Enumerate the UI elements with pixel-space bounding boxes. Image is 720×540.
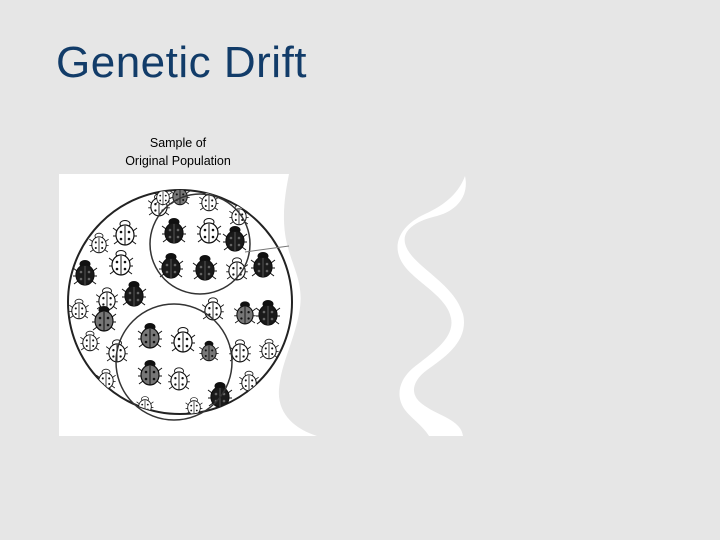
ladybug-icon bbox=[167, 367, 191, 391]
page-title: Genetic Drift bbox=[56, 38, 308, 87]
population-figure bbox=[59, 174, 469, 436]
population-illustration bbox=[59, 174, 466, 436]
ladybug-icon bbox=[259, 338, 279, 360]
ladybug-icon bbox=[170, 327, 196, 353]
ladybug-icon bbox=[225, 257, 249, 281]
ladybug-icon bbox=[192, 255, 218, 281]
ladybug-icon bbox=[89, 232, 109, 254]
ladybug-icon bbox=[255, 300, 281, 326]
ladybug-icon bbox=[69, 298, 89, 320]
edge-line bbox=[244, 245, 290, 253]
sample-circle-lower bbox=[115, 303, 233, 421]
ladybug-icon bbox=[108, 250, 134, 276]
caption-line-2: Original Population bbox=[125, 154, 231, 168]
ladybug-icon bbox=[250, 252, 276, 278]
beetle-population bbox=[69, 190, 281, 414]
caption-line-1: Sample of bbox=[149, 136, 207, 150]
ladybug-icon bbox=[137, 360, 163, 386]
ladybug-icon bbox=[91, 306, 117, 332]
figure-caption: Sample of Original Population bbox=[100, 134, 256, 170]
ladybug-icon bbox=[233, 301, 257, 325]
ladybug-icon bbox=[199, 340, 219, 362]
ladybug-icon bbox=[222, 226, 248, 252]
ladybug-icon bbox=[80, 330, 100, 352]
ladybug-icon bbox=[161, 218, 187, 244]
ladybug-icon bbox=[72, 260, 98, 286]
ladybug-icon bbox=[137, 323, 163, 349]
ladybug-icon bbox=[112, 220, 138, 246]
ladybug-icon bbox=[95, 287, 119, 311]
sample-circle-upper bbox=[149, 193, 251, 295]
ladybug-icon bbox=[121, 281, 147, 307]
squiggle-shape bbox=[397, 176, 466, 436]
ladybug-icon bbox=[196, 218, 222, 244]
ladybug-icon bbox=[185, 397, 203, 414]
ladybug-icon bbox=[170, 190, 190, 206]
